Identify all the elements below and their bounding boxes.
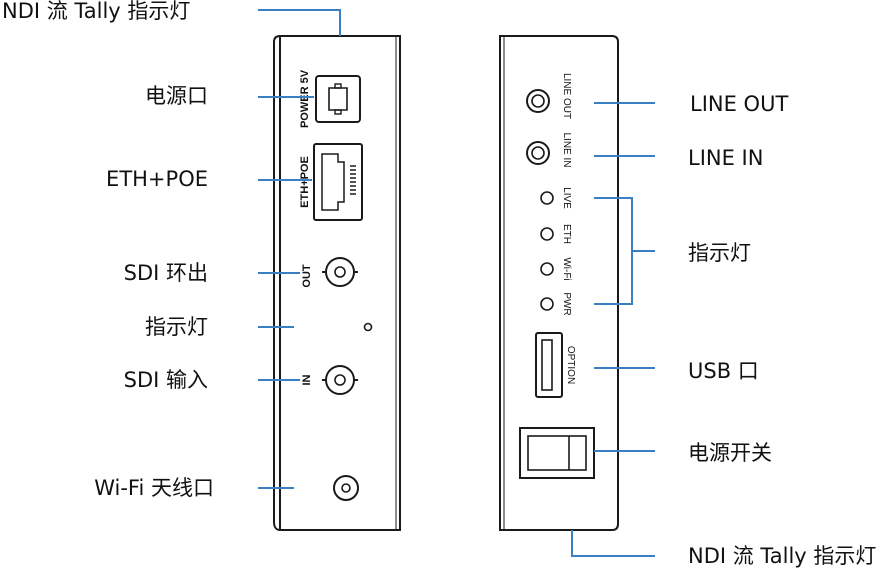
pwr-led-icon (540, 297, 554, 311)
panel-label-out: OUT (301, 264, 313, 288)
label-line-in: LINE IN (688, 146, 764, 170)
sdi-out-bnc-icon (322, 257, 358, 287)
wifi-led-icon (540, 262, 554, 276)
right-leader-lines (571, 102, 655, 557)
panel-label-eth: ETH+POE (299, 156, 311, 208)
power-port-icon (315, 75, 361, 123)
label-sdi-out: SDI 环出 (123, 261, 208, 285)
usb-port-icon (535, 332, 563, 398)
label-power-switch: 电源开关 (688, 441, 772, 465)
leader-ndi-tally-right (571, 530, 655, 557)
label-eth-poe: ETH+POE (106, 167, 208, 191)
label-indicators: 指示灯 (688, 241, 751, 265)
left-device (273, 35, 401, 531)
label-power-port: 电源口 (145, 84, 208, 108)
leader-indicators-bracket (594, 197, 633, 305)
power-switch-icon (519, 427, 595, 479)
panel-label-power: POWER 5V (299, 69, 311, 128)
line-out-jack-icon (526, 89, 550, 113)
left-device-body (279, 35, 401, 531)
eth-led-icon (540, 227, 554, 241)
label-indicator: 指示灯 (145, 315, 208, 339)
panel-label-in: IN (301, 374, 313, 385)
right-device-body (499, 35, 619, 531)
panel-label-line-in: LINE IN (561, 132, 572, 167)
label-wifi-antenna: Wi-Fi 天线口 (94, 476, 214, 500)
label-ndi-tally-right: NDI 流 Tally 指示灯 (688, 544, 877, 568)
panel-label-option: OPTION (565, 346, 576, 384)
leader-ndi-tally-left (258, 9, 341, 36)
left-leader-lines (258, 9, 341, 489)
label-usb: USB 口 (688, 359, 759, 383)
right-device (499, 35, 619, 531)
left-device-edge (273, 35, 281, 531)
ethernet-port-icon (313, 143, 363, 221)
panel-label-line-out: LINE OUT (561, 73, 572, 119)
indicator-led-icon (363, 322, 373, 332)
panel-label-pwr-led: PWR (561, 292, 572, 315)
line-in-jack-icon (526, 141, 550, 165)
panel-label-live: LIVE (561, 187, 572, 209)
label-line-out: LINE OUT (690, 92, 789, 116)
live-led-icon (540, 191, 554, 205)
wifi-antenna-icon (333, 475, 359, 501)
panel-label-wifi-led: Wi-Fi (561, 257, 572, 280)
label-sdi-in: SDI 输入 (123, 368, 208, 392)
label-ndi-tally-left: NDI 流 Tally 指示灯 (2, 0, 191, 23)
sdi-in-bnc-icon (322, 365, 358, 395)
panel-label-eth-led: ETH (561, 224, 572, 244)
